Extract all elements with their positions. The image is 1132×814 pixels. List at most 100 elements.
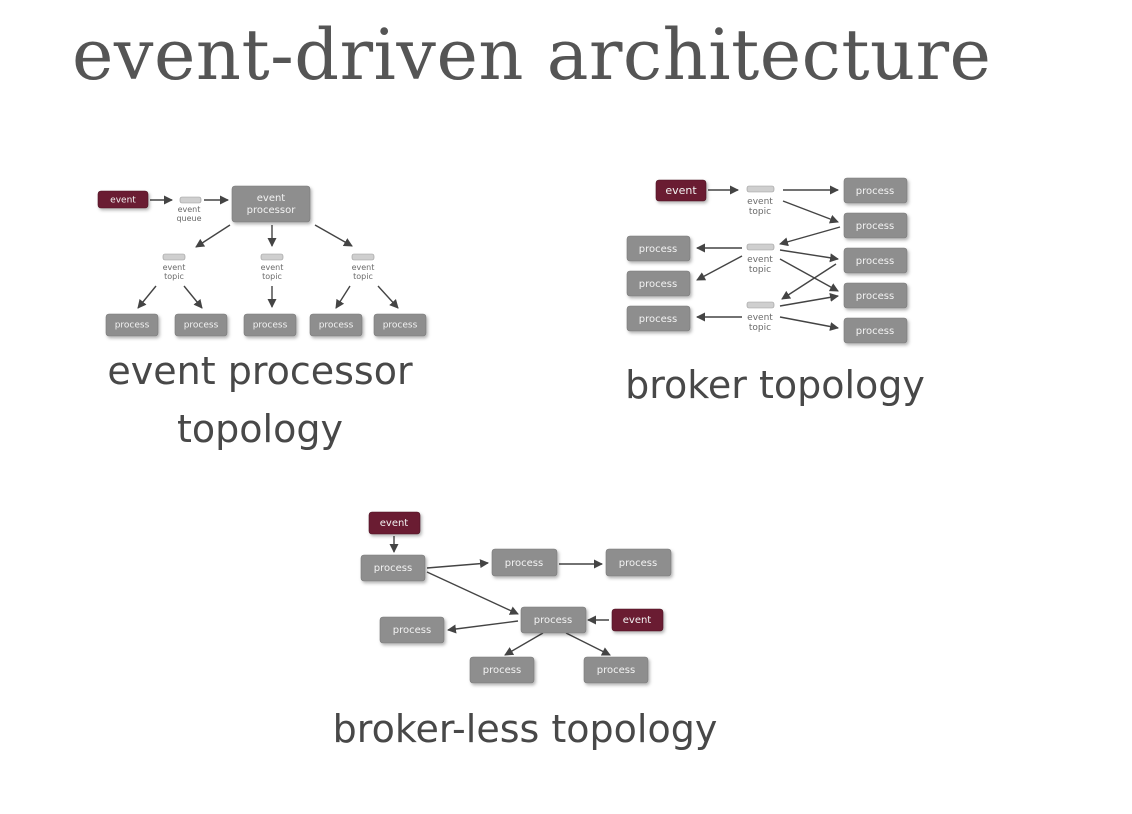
svg-text:topic: topic [353, 272, 373, 281]
process-box: process [843, 282, 908, 309]
process-box: process [243, 313, 297, 337]
svg-text:process: process [856, 221, 894, 232]
svg-text:process: process [856, 291, 894, 302]
arrow [335, 285, 351, 309]
arrow [779, 316, 839, 331]
event-box: event [97, 190, 149, 209]
svg-text:process: process [639, 279, 677, 290]
process-box: process [379, 616, 445, 644]
svg-text:queue: queue [176, 214, 201, 223]
svg-text:process: process [253, 321, 288, 331]
process-box: process [469, 656, 535, 684]
svg-text:topic: topic [749, 207, 771, 217]
svg-text:process: process [505, 558, 543, 569]
arrow [195, 224, 231, 248]
process-box: process [520, 606, 587, 634]
arrow [779, 292, 839, 307]
caption-line: event processor [107, 349, 413, 393]
svg-text:event: event [747, 313, 773, 323]
process-box: process [360, 554, 426, 582]
process-box: process [309, 313, 363, 337]
broker-diagram: event event topic event topic event topi… [626, 177, 908, 344]
event-queue: event queue [176, 196, 202, 223]
arrow [781, 263, 837, 300]
svg-text:event: event [380, 518, 409, 529]
event-topic: event topic [352, 253, 375, 281]
arrow [314, 224, 353, 247]
arrow [782, 200, 839, 224]
process-box: process [491, 548, 558, 577]
broker-caption: broker topology [625, 363, 925, 407]
svg-text:process: process [597, 665, 635, 676]
slide-title: event-driven architecture [72, 14, 992, 96]
event-topic: event topic [746, 185, 775, 217]
event-topic: event topic [261, 253, 284, 281]
svg-text:topic: topic [749, 323, 771, 333]
event-topic: event topic [746, 301, 775, 333]
process-box: process [105, 313, 159, 337]
event-topic: event topic [163, 253, 186, 281]
process-box: process [843, 212, 908, 239]
event-processor-diagram: event event queue event processor event … [97, 185, 427, 337]
svg-text:event: event [178, 205, 201, 214]
svg-text:process: process [393, 625, 431, 636]
event-processor-box: event processor [231, 185, 311, 223]
process-box: process [843, 177, 908, 204]
svg-text:event: event [747, 197, 773, 207]
arrow [426, 571, 519, 615]
process-box: process [373, 313, 427, 337]
event-topic: event topic [746, 243, 775, 275]
svg-text:topic: topic [749, 265, 771, 275]
svg-text:processor: processor [247, 205, 297, 216]
arrow [779, 249, 839, 263]
process-box: process [626, 235, 691, 262]
svg-text:process: process [319, 321, 354, 331]
svg-text:process: process [534, 615, 572, 626]
process-box: process [174, 313, 228, 337]
svg-text:event: event [623, 615, 652, 626]
svg-text:process: process [483, 665, 521, 676]
event-box: event [655, 179, 707, 202]
arrow [779, 226, 841, 247]
process-box: process [843, 247, 908, 274]
process-box: process [583, 656, 649, 684]
svg-text:event: event [352, 263, 375, 272]
svg-text:event: event [163, 263, 186, 272]
arrow [779, 258, 839, 292]
svg-text:process: process [856, 256, 894, 267]
svg-text:process: process [115, 321, 150, 331]
svg-text:process: process [184, 321, 219, 331]
process-box: process [626, 305, 691, 332]
event-box: event [368, 511, 421, 535]
arrow [504, 632, 544, 656]
svg-text:process: process [639, 244, 677, 255]
arrow [426, 559, 489, 569]
svg-text:event: event [747, 255, 773, 265]
svg-text:event: event [257, 193, 286, 204]
svg-text:event: event [665, 184, 697, 197]
svg-text:topic: topic [262, 272, 282, 281]
arrow [377, 285, 399, 309]
svg-text:process: process [856, 186, 894, 197]
svg-text:process: process [619, 558, 657, 569]
svg-text:event: event [110, 196, 136, 206]
arrow [137, 285, 157, 309]
caption-line: topology [177, 407, 343, 451]
event-processor-caption: event processor topology [95, 342, 425, 458]
svg-text:event: event [261, 263, 284, 272]
brokerless-diagram: event event process process process proc… [360, 511, 672, 684]
arrow [696, 255, 743, 281]
svg-text:topic: topic [164, 272, 184, 281]
svg-text:process: process [374, 563, 412, 574]
arrow [565, 632, 611, 656]
svg-text:process: process [639, 314, 677, 325]
brokerless-caption: broker-less topology [332, 707, 718, 751]
process-box: process [843, 317, 908, 344]
svg-text:process: process [383, 321, 418, 331]
arrow [447, 620, 519, 634]
process-box: process [626, 270, 691, 297]
process-box: process [605, 548, 672, 577]
arrow [183, 285, 203, 309]
svg-text:process: process [856, 326, 894, 337]
